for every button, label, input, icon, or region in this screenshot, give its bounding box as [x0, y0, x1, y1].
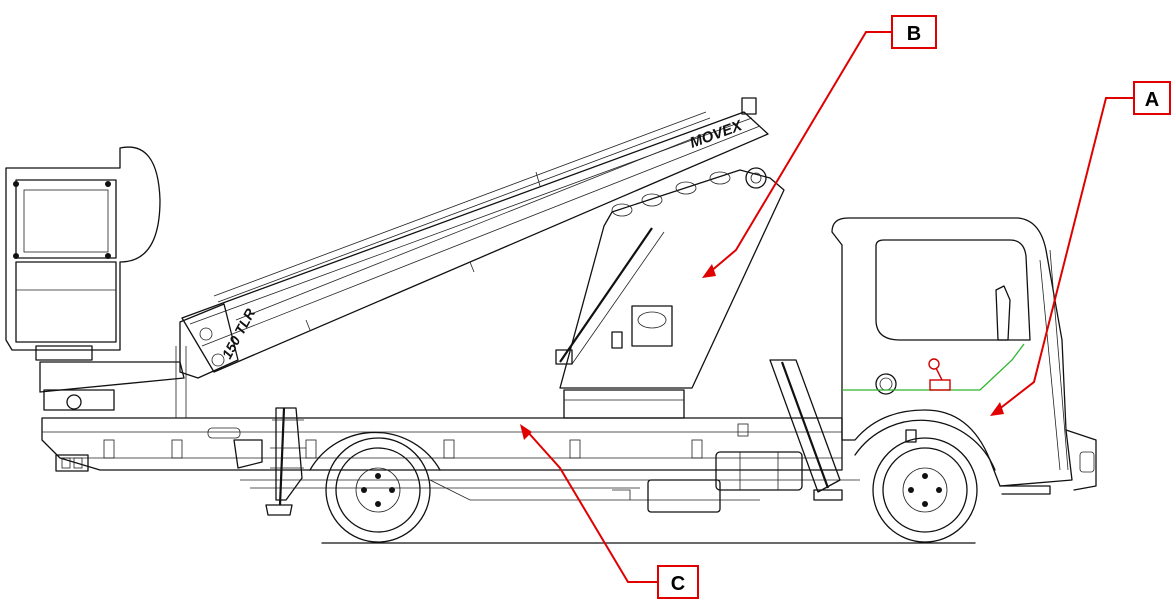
turret [555, 167, 785, 419]
telescopic-boom: MOVEX 150 TLR [179, 97, 769, 379]
model-decal: 150 TLR [219, 305, 259, 361]
cab-emergency-control-symbol [928, 358, 951, 391]
chassis-frame [41, 417, 860, 501]
svg-text:C: C [671, 573, 685, 595]
svg-text:A: A [1145, 89, 1159, 111]
fuel-tank [612, 451, 803, 513]
callout-c: C [520, 424, 699, 599]
wiring-harness [842, 343, 1025, 391]
callout-b: B [702, 15, 937, 278]
rear-outrigger [233, 407, 306, 516]
front-wheel [854, 419, 996, 543]
work-platform-basket [5, 146, 187, 418]
svg-text:B: B [907, 23, 921, 45]
rear-wheel [309, 431, 441, 543]
front-outrigger [769, 359, 843, 501]
callout-a: A [990, 81, 1171, 416]
cab [831, 217, 1097, 495]
